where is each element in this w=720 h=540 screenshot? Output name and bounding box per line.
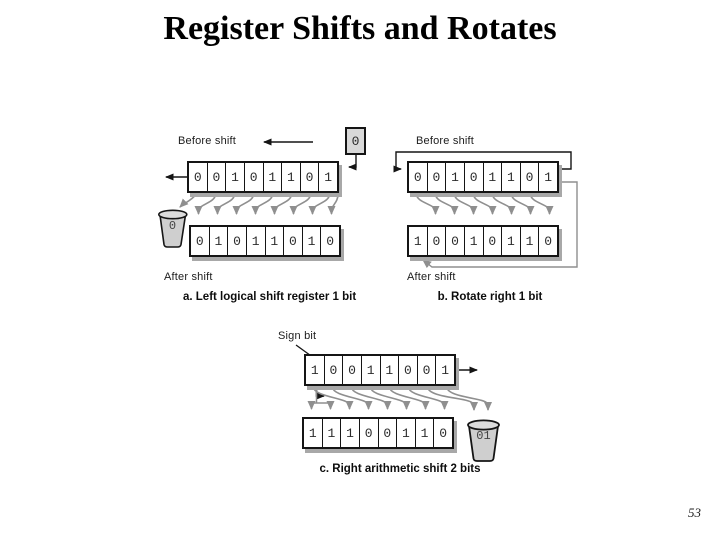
bit-cell: 1 — [396, 419, 415, 447]
bit-cell: 0 — [206, 163, 226, 191]
bit-cell: 1 — [435, 356, 454, 384]
bit-cell: 1 — [308, 425, 317, 441]
caption-b: b. Rotate right 1 bit — [437, 291, 543, 303]
shift-arrows-c — [312, 386, 492, 411]
bit-cell: 0 — [323, 356, 343, 384]
after-shift-label-b: After shift — [407, 271, 456, 283]
bit-cell: 0 — [482, 227, 502, 255]
before-shift-label-b: Before shift — [416, 135, 475, 147]
sign-extend-arrows-c — [307, 389, 335, 410]
bit-cell: 0 — [283, 227, 302, 255]
register-c-before: 1 0 0 1 1 0 0 1 — [304, 354, 456, 386]
bit-cell: 0 — [320, 227, 339, 255]
trash-can-c-icon — [467, 419, 500, 462]
register-a-before: 0 0 1 0 1 1 0 1 — [187, 161, 339, 193]
bit-cell: 0 — [398, 356, 417, 384]
bit-cell: 0 — [299, 163, 319, 191]
bit-cell: 0 — [519, 163, 539, 191]
bit-cell: 1 — [318, 163, 337, 191]
bit-cell: 1 — [264, 227, 284, 255]
register-b-after: 1 0 0 1 0 1 1 0 — [407, 225, 559, 257]
bit-cell: 0 — [342, 356, 361, 384]
caption-a: a. Left logical shift register 1 bit — [183, 291, 357, 303]
bit-cell: 1 — [340, 419, 359, 447]
bit-cell: 0 — [243, 163, 263, 191]
after-shift-label-a: After shift — [164, 271, 213, 283]
bit-cell: 0 — [426, 227, 446, 255]
bit-cell: 0 — [358, 419, 378, 447]
bit-cell: 1 — [245, 227, 265, 255]
shift-arrows-b — [415, 193, 554, 215]
input-bit-box: 0 — [345, 127, 366, 155]
bit-cell: 1 — [360, 356, 380, 384]
bit-cell: 1 — [413, 233, 422, 249]
bit-cell: 0 — [416, 356, 436, 384]
bit-cell: 1 — [501, 163, 520, 191]
register-c-after: 1 1 1 0 0 1 1 0 — [302, 417, 454, 449]
bit-cell: 1 — [310, 362, 319, 378]
bit-cell: 1 — [519, 227, 539, 255]
sign-bit-pointer — [295, 344, 311, 357]
bit-cell: 0 — [195, 233, 204, 249]
page-number: 53 — [688, 505, 701, 520]
sign-bit-label: Sign bit — [278, 330, 317, 342]
bit-cell: 0 — [445, 227, 464, 255]
trash-bits-c: 01 — [476, 429, 491, 443]
bit-cell: 0 — [413, 169, 422, 185]
bit-cell: 1 — [321, 419, 341, 447]
register-a-after: 0 1 0 1 1 0 1 0 — [189, 225, 341, 257]
rotate-loop-b — [393, 151, 572, 173]
before-shift-label-a: Before shift — [178, 135, 237, 147]
bit-cell: 0 — [227, 227, 246, 255]
bit-cell: 1 — [208, 227, 228, 255]
bit-cell: 1 — [463, 227, 483, 255]
bit-cell: 0 — [377, 419, 397, 447]
shift-arrows-a — [179, 193, 339, 215]
bit-cell: 0 — [426, 163, 446, 191]
io-arrows-a — [165, 138, 357, 181]
bit-cell: 1 — [482, 163, 502, 191]
register-b-before: 0 0 1 0 1 1 0 1 — [407, 161, 559, 193]
trash-can-a-icon — [158, 209, 188, 248]
bit-cell: 0 — [193, 169, 202, 185]
bit-cell: 1 — [301, 227, 321, 255]
bit-cell: 0 — [538, 227, 557, 255]
rotate-path-b — [422, 181, 578, 269]
bit-cell: 1 — [538, 163, 557, 191]
trash-bit-a: 0 — [168, 219, 177, 233]
bit-cell: 0 — [463, 163, 483, 191]
slide-title: Register Shifts and Rotates — [163, 10, 557, 47]
bit-cell: 1 — [414, 419, 434, 447]
caption-c: c. Right arithmetic shift 2 bits — [319, 463, 481, 475]
bit-cell: 0 — [433, 419, 452, 447]
bit-cell: 1 — [445, 163, 464, 191]
bit-cell: 1 — [262, 163, 282, 191]
bit-cell: 1 — [501, 227, 520, 255]
bit-cell: 1 — [379, 356, 399, 384]
bit-cell: 1 — [281, 163, 300, 191]
bit-cell: 1 — [225, 163, 244, 191]
